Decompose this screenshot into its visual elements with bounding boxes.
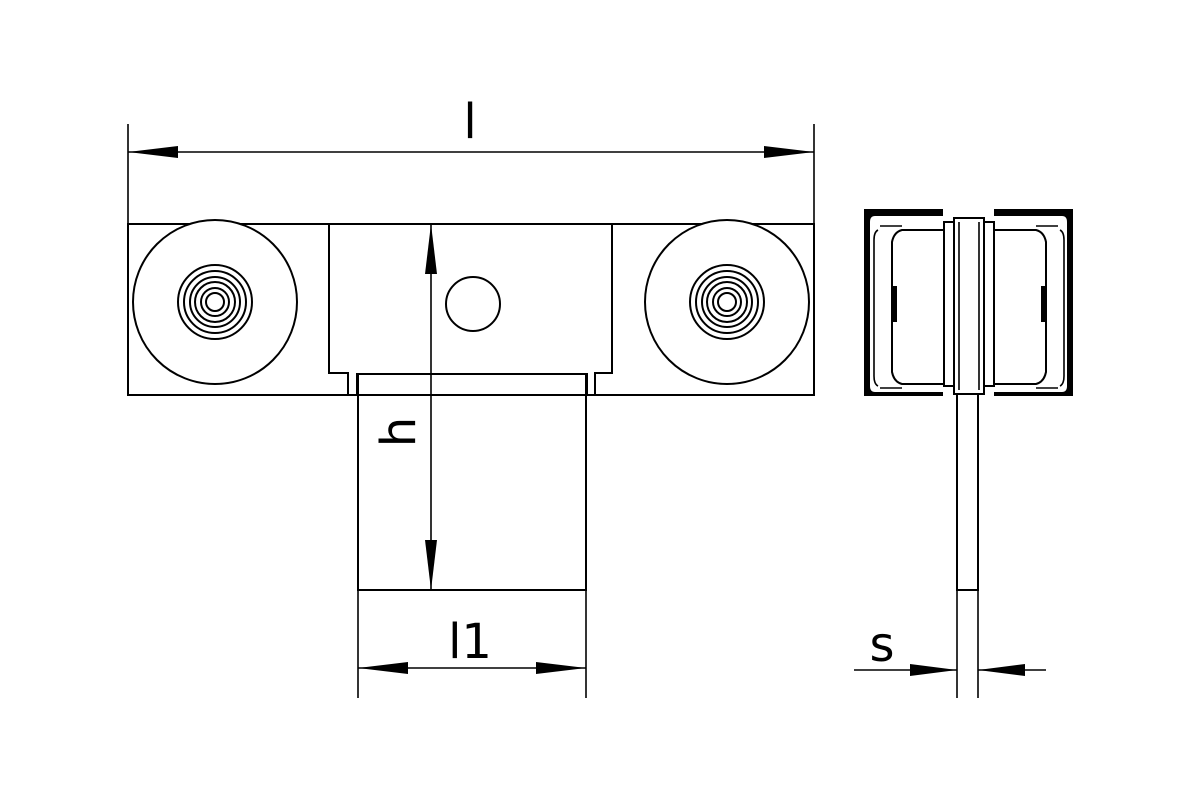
dimension-l [127, 124, 815, 224]
label-l1: l1 [448, 614, 492, 670]
label-h: h [371, 417, 427, 447]
right-roller [644, 219, 810, 385]
right-wheel-side [986, 229, 1047, 385]
left-roller [132, 219, 298, 385]
dimension-s [854, 664, 1046, 676]
label-s: s [869, 617, 894, 673]
center-hole [445, 276, 501, 332]
hanging-plate-side [956, 393, 979, 591]
label-l: l [463, 94, 476, 150]
center-block [328, 223, 613, 396]
hanging-bracket [357, 373, 587, 591]
dimension-l1 [357, 590, 587, 698]
dimension-h [425, 224, 437, 590]
side-view: s [854, 209, 1073, 698]
front-view: l h l1 [127, 94, 815, 698]
left-wheel-side [891, 229, 952, 385]
